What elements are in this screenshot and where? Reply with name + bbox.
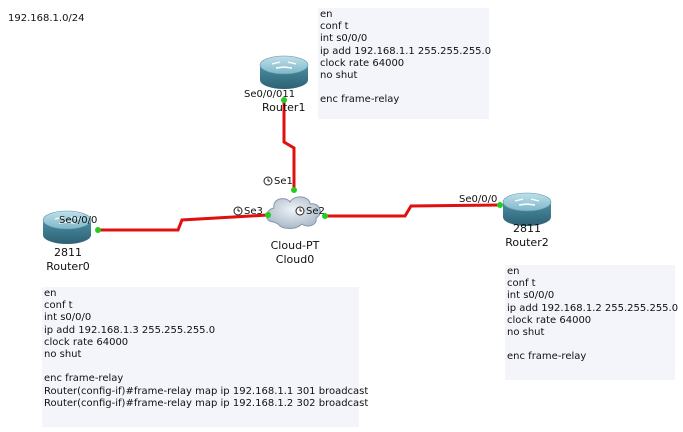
cloud-port-se2: Se2: [306, 206, 325, 217]
router1-port-label: Se0/0/011: [244, 89, 295, 100]
config-note-router0: en conf t int s0/0/0 ip add 192.168.1.3 …: [42, 287, 368, 427]
cloud-name: Cloud0: [275, 253, 315, 266]
link-router0-cloud[interactable]: [98, 213, 269, 232]
clock-icon: [233, 206, 243, 216]
router1-name: Router1: [262, 101, 306, 114]
clock-icon: [295, 206, 305, 216]
cloud-port-se3: Se3: [244, 206, 263, 217]
link-router2-cloud[interactable]: [325, 203, 501, 218]
router0-icon[interactable]: [42, 210, 92, 244]
router2-port-label: Se0/0/0: [459, 194, 498, 205]
router1-port-suffix: 11: [282, 89, 296, 100]
network-label: 192.168.1.0/24: [8, 13, 85, 24]
router1-icon[interactable]: [259, 55, 309, 89]
port-dot-router2: [497, 202, 503, 208]
router0-model: 2811: [54, 246, 82, 259]
router1-port: Se0/0/0: [244, 89, 283, 100]
cloud-icon[interactable]: [266, 196, 321, 229]
router2-model: 2811: [513, 222, 541, 235]
port-dot-router0: [95, 227, 101, 233]
router2-name: Router2: [505, 236, 549, 249]
config-note-router2: en conf t int s0/0/0 ip add 192.168.1.2 …: [505, 265, 678, 380]
router0-name: Router0: [46, 260, 90, 273]
router0-port-label: Se0/0/0: [59, 215, 98, 226]
port-dot-cloud-se2: [322, 213, 328, 219]
cloud-port-se1: Se1: [274, 176, 293, 187]
router2-icon[interactable]: [502, 192, 552, 226]
clock-icon: [263, 176, 273, 186]
config-note-router1: en conf t int s0/0/0 ip add 192.168.1.1 …: [318, 8, 491, 119]
port-dot-router1: [281, 97, 287, 103]
port-dot-cloud-se1: [291, 187, 297, 193]
link-router1-cloud[interactable]: [282, 100, 296, 190]
port-dot-cloud-se3: [265, 212, 271, 218]
cloud-model: Cloud-PT: [270, 239, 320, 252]
